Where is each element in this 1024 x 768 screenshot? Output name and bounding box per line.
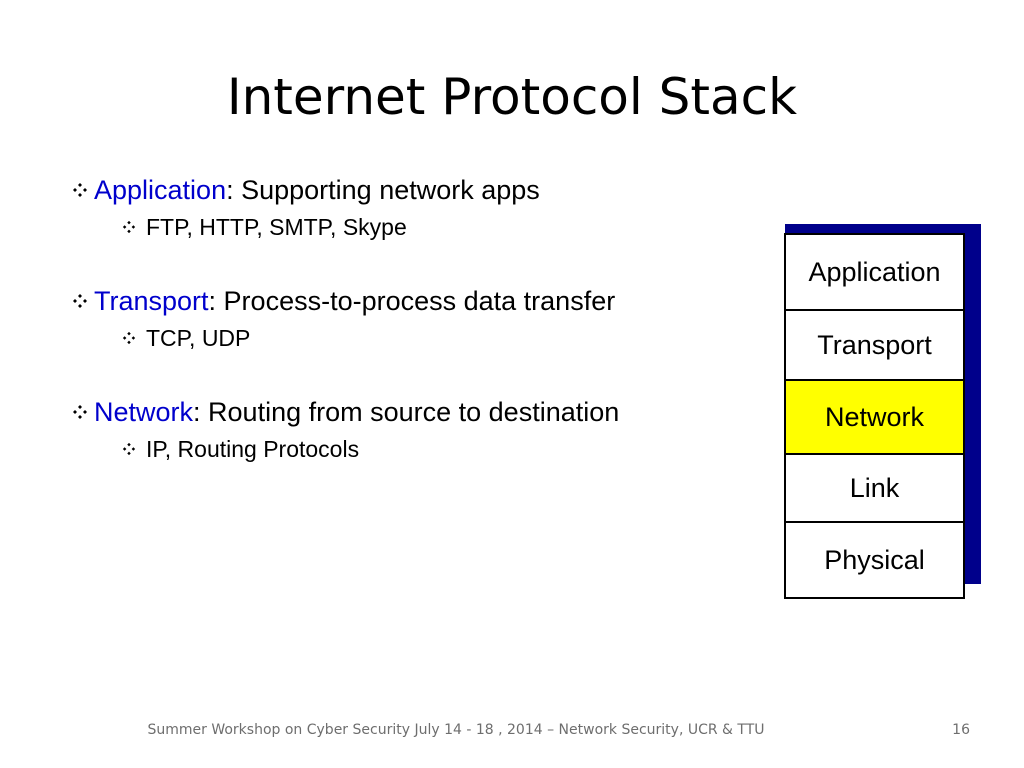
bullet-application: Application: Supporting network apps: [72, 170, 762, 210]
bullet-network: Network: Routing from source to destinat…: [72, 392, 762, 432]
four-diamond-bullet-icon: [73, 182, 87, 197]
bullet-list: Application: Supporting network apps FTP…: [72, 170, 762, 503]
four-diamond-bullet-icon: [122, 442, 136, 456]
stack-layer-physical: Physical: [824, 544, 925, 575]
four-diamond-bullet-icon: [73, 404, 87, 419]
sub-bullet-application: FTP, HTTP, SMTP, Skype: [122, 210, 762, 244]
bullet-keyword: Application: [94, 175, 227, 205]
sub-bullet-transport: TCP, UDP: [122, 321, 762, 355]
bullet-text: : Process-to-process data transfer: [208, 286, 616, 316]
sub-bullet-network: IP, Routing Protocols: [122, 432, 762, 466]
bullet-text: : Routing from source to destination: [193, 397, 620, 427]
page-number: 16: [952, 722, 970, 738]
sub-bullet-text: IP, Routing Protocols: [146, 436, 360, 462]
bullet-keyword: Network: [94, 397, 194, 427]
bullet-keyword: Transport: [94, 286, 209, 316]
sub-bullet-text: TCP, UDP: [146, 325, 251, 351]
stack-layer-link: Link: [786, 455, 963, 523]
bullet-text: : Supporting network apps: [226, 175, 540, 205]
four-diamond-bullet-icon: [122, 331, 136, 345]
slide-footer: Summer Workshop on Cyber Security July 1…: [147, 722, 765, 738]
sub-bullet-text: FTP, HTTP, SMTP, Skype: [146, 214, 407, 240]
stack-layer-application: Application: [786, 235, 963, 311]
stack-layer-network: Network: [786, 381, 963, 455]
slide-title: Internet Protocol Stack: [226, 68, 798, 126]
protocol-stack: Application Transport Network Link Physi…: [784, 233, 965, 599]
four-diamond-bullet-icon: [73, 293, 87, 308]
bullet-transport: Transport: Process-to-process data trans…: [72, 281, 762, 321]
stack-layer-transport: Transport: [786, 311, 963, 381]
four-diamond-bullet-icon: [122, 220, 136, 234]
